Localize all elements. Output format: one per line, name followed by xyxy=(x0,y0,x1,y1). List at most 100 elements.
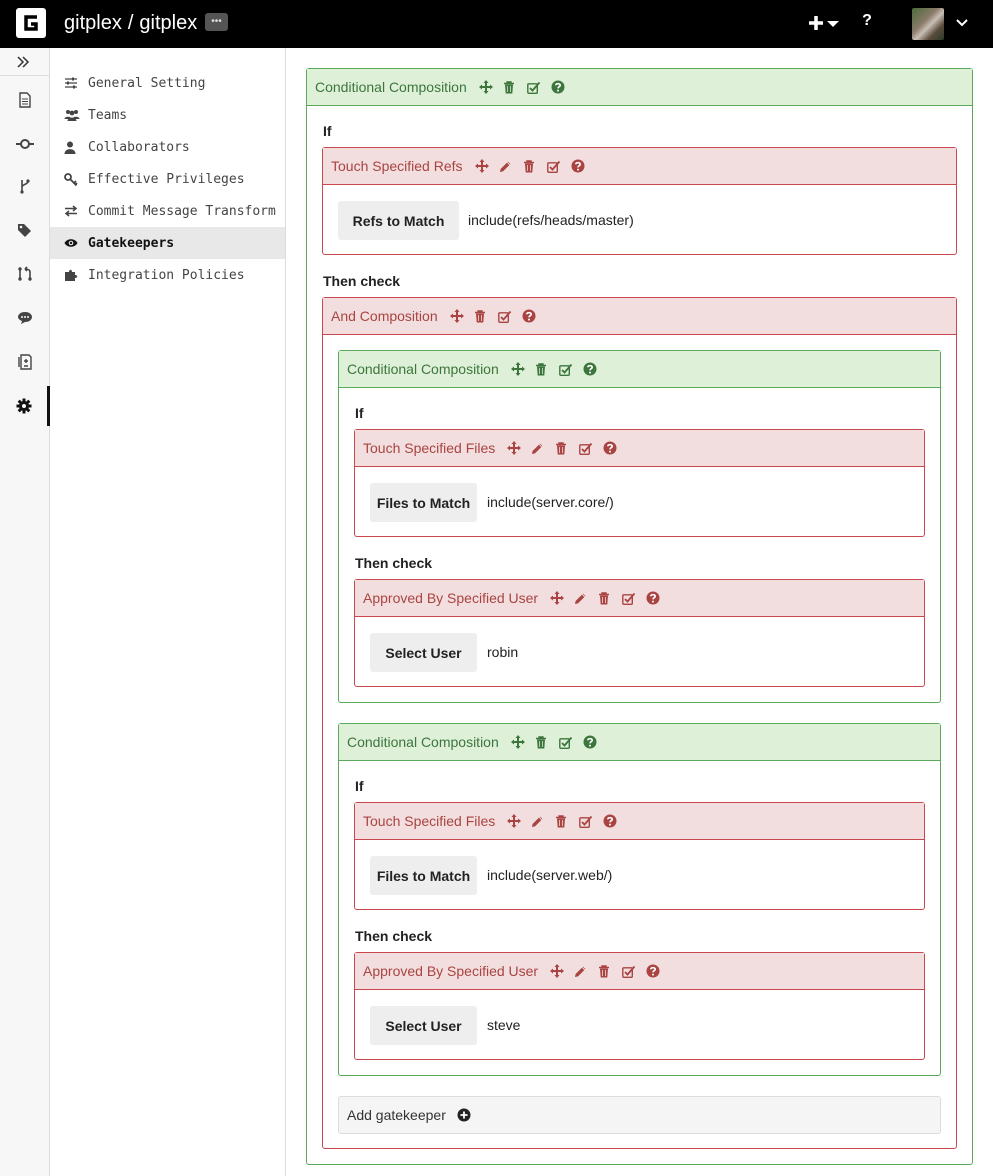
trash-icon[interactable] xyxy=(535,360,559,378)
move-icon[interactable] xyxy=(550,962,574,980)
check-square-icon[interactable] xyxy=(622,589,646,607)
then-check-label: Then check xyxy=(323,273,401,289)
question-circle-icon[interactable] xyxy=(583,733,607,751)
select-user-label: Select User xyxy=(370,633,477,672)
rail-item-branches[interactable] xyxy=(0,166,49,206)
move-icon[interactable] xyxy=(507,439,531,457)
exchange-icon xyxy=(64,205,78,217)
pencil-icon[interactable] xyxy=(531,439,555,457)
pencil-icon[interactable] xyxy=(499,157,523,175)
move-icon[interactable] xyxy=(550,589,574,607)
help-icon[interactable]: ? xyxy=(862,12,872,29)
refs-to-match-value: include(refs/heads/master) xyxy=(468,212,634,228)
gear-icon xyxy=(16,398,31,414)
menu-item-effective-privileges[interactable]: Effective Privileges xyxy=(50,163,285,195)
puzzle-icon xyxy=(65,269,78,281)
check-square-icon[interactable] xyxy=(579,812,603,830)
question-circle-icon[interactable] xyxy=(646,589,670,607)
move-icon[interactable] xyxy=(511,733,535,751)
menu-item-integration-policies[interactable]: Integration Policies xyxy=(50,259,285,291)
question-circle-icon[interactable] xyxy=(571,157,595,175)
check-square-icon[interactable] xyxy=(579,439,603,457)
create-plus-icon[interactable] xyxy=(808,12,840,36)
touch-specified-files: Touch Specified Files Files to Match inc… xyxy=(354,802,925,910)
trash-icon[interactable] xyxy=(503,78,527,96)
rail-item-pull-requests[interactable] xyxy=(0,254,49,294)
double-chevron-right-icon[interactable] xyxy=(16,55,30,69)
menu-item-teams[interactable]: Teams xyxy=(50,99,285,131)
check-square-icon[interactable] xyxy=(622,962,646,980)
check-square-icon[interactable] xyxy=(547,157,571,175)
question-circle-icon[interactable] xyxy=(603,439,627,457)
move-icon[interactable] xyxy=(507,812,531,830)
move-icon[interactable] xyxy=(511,360,535,378)
project-name-link[interactable]: gitplex xyxy=(139,12,198,34)
rail-item-tags[interactable] xyxy=(0,210,49,250)
panel-title: Conditional Composition xyxy=(315,79,467,95)
project-owner-link[interactable]: gitplex xyxy=(64,12,122,34)
breadcrumb-separator: / xyxy=(127,12,134,34)
refs-to-match-label: Refs to Match xyxy=(338,201,459,240)
files-to-match-label: Files to Match xyxy=(370,483,477,522)
if-label: If xyxy=(355,405,364,421)
trash-icon[interactable] xyxy=(598,962,622,980)
select-user-label: Select User xyxy=(370,1006,477,1045)
rail-item-files[interactable] xyxy=(0,80,49,120)
select-user-value: robin xyxy=(487,644,519,660)
question-circle-icon[interactable] xyxy=(551,78,575,96)
rail-item-comments[interactable] xyxy=(0,298,49,338)
panel-header: Conditional Composition xyxy=(339,351,940,388)
touch-specified-refs: Touch Specified Refs Refs to Match inclu… xyxy=(322,147,957,255)
move-icon[interactable] xyxy=(479,78,503,96)
rail-item-commits[interactable] xyxy=(0,124,49,164)
add-gatekeeper-button[interactable]: Add gatekeeper xyxy=(338,1096,941,1134)
settings-menu: General Setting Teams Collaborators Effe… xyxy=(50,48,286,1176)
check-square-icon[interactable] xyxy=(559,733,583,751)
question-circle-icon[interactable] xyxy=(603,812,627,830)
menu-item-label: Commit Message Transform xyxy=(88,203,276,219)
then-check-label: Then check xyxy=(355,928,433,944)
trash-icon[interactable] xyxy=(474,307,498,325)
menu-item-commit-message-transform[interactable]: Commit Message Transform xyxy=(50,195,285,227)
panel-title: Touch Specified Files xyxy=(363,813,496,829)
more-button[interactable]: ••• xyxy=(205,12,228,31)
menu-item-collaborators[interactable]: Collaborators xyxy=(50,131,285,163)
rail-item-compare[interactable] xyxy=(0,342,49,382)
pencil-icon[interactable] xyxy=(531,812,555,830)
top-bar: gitplex/gitplex ••• ? xyxy=(0,0,993,48)
check-square-icon[interactable] xyxy=(559,360,583,378)
check-square-icon[interactable] xyxy=(498,307,522,325)
question-circle-icon[interactable] xyxy=(522,307,546,325)
add-gatekeeper-label: Add gatekeeper xyxy=(347,1107,446,1123)
trash-icon[interactable] xyxy=(535,733,559,751)
move-icon[interactable] xyxy=(475,157,499,175)
branch-icon xyxy=(19,179,30,194)
files-to-match-label: Files to Match xyxy=(370,856,477,895)
question-circle-icon[interactable] xyxy=(583,360,607,378)
panel-header: Approved By Specified User xyxy=(355,953,924,990)
files-to-match-value: include(server.core/) xyxy=(487,494,614,510)
panel-header: Touch Specified Refs xyxy=(323,148,956,185)
menu-item-label: General Setting xyxy=(88,75,206,91)
panel-header: And Composition xyxy=(323,298,956,335)
trash-icon[interactable] xyxy=(598,589,622,607)
chevron-down-icon[interactable] xyxy=(955,16,969,30)
question-circle-icon[interactable] xyxy=(646,962,670,980)
sliders-icon xyxy=(65,77,77,89)
panel-title: Touch Specified Files xyxy=(363,440,496,456)
key-icon xyxy=(64,172,78,186)
rail-item-settings[interactable] xyxy=(0,386,50,426)
menu-item-general-setting[interactable]: General Setting xyxy=(50,67,285,99)
menu-item-gatekeepers[interactable]: Gatekeepers xyxy=(50,227,285,259)
pencil-icon[interactable] xyxy=(574,589,598,607)
pencil-icon[interactable] xyxy=(574,962,598,980)
move-icon[interactable] xyxy=(450,307,474,325)
check-square-icon[interactable] xyxy=(527,78,551,96)
avatar[interactable] xyxy=(912,8,944,40)
rail-toggle[interactable] xyxy=(0,48,49,76)
trash-icon[interactable] xyxy=(555,812,579,830)
trash-icon[interactable] xyxy=(555,439,579,457)
gitplex-logo-icon[interactable] xyxy=(16,8,46,38)
panel-header: Conditional Composition xyxy=(307,69,972,106)
trash-icon[interactable] xyxy=(523,157,547,175)
